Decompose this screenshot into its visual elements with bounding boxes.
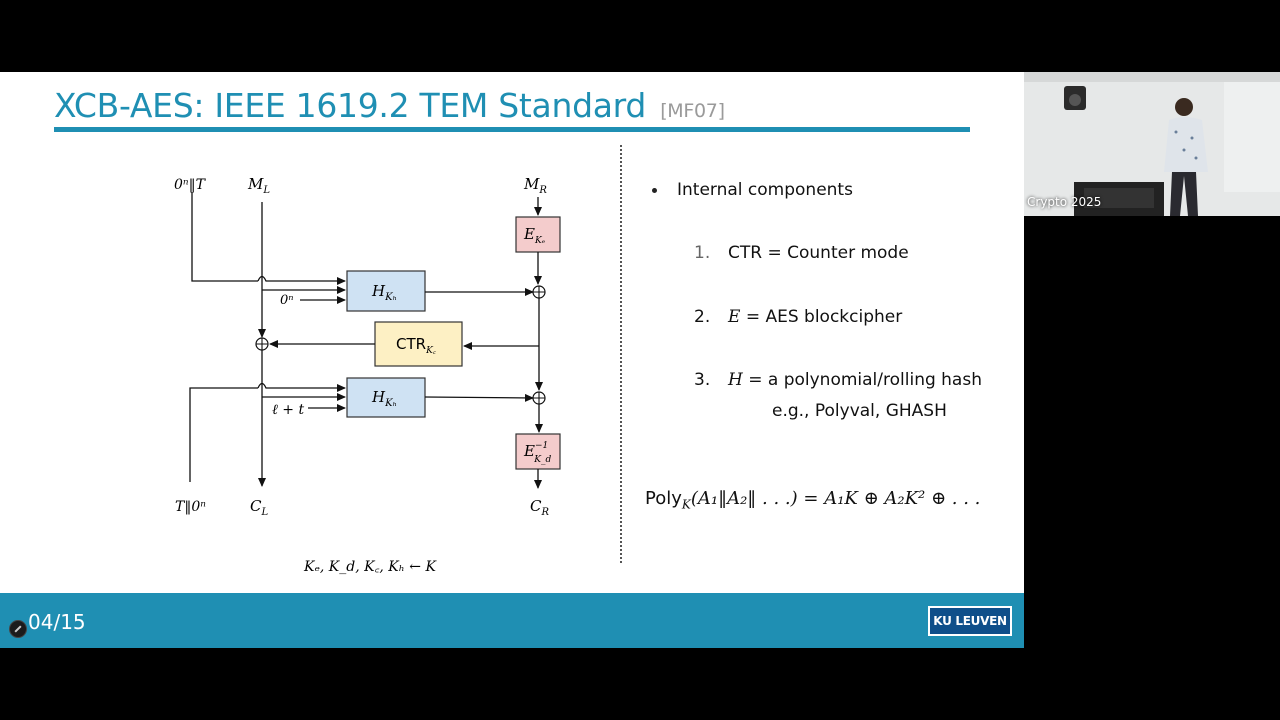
label-t-zero: T‖0ⁿ bbox=[175, 499, 206, 515]
webcam-feed bbox=[1024, 72, 1280, 216]
component-1-num: 1. bbox=[694, 243, 711, 263]
component-1: 1. CTR = Counter mode bbox=[694, 243, 909, 263]
label-ml: ML bbox=[247, 175, 270, 196]
label-zero-n: 0ⁿ bbox=[280, 293, 294, 308]
component-3-num: 3. bbox=[694, 370, 711, 390]
component-2-sym: E bbox=[728, 307, 741, 327]
footer-bar bbox=[0, 593, 1024, 648]
slide-title: XCB-AES: IEEE 1619.2 TEM Standard [MF07] bbox=[54, 86, 725, 125]
formula-poly-sub: K bbox=[681, 497, 691, 512]
e-box-top bbox=[515, 216, 561, 253]
webcam-scene bbox=[1024, 72, 1280, 216]
title-underline bbox=[54, 127, 970, 132]
component-3: 3. H = a polynomial/rolling hash bbox=[694, 370, 982, 390]
component-1-text: CTR = Counter mode bbox=[728, 243, 909, 263]
page-number: 04/15 bbox=[28, 610, 86, 634]
label-cl: CL bbox=[250, 497, 268, 518]
label-cr: CR bbox=[530, 497, 549, 518]
bullet-dot-icon bbox=[652, 187, 657, 193]
ctr-box bbox=[374, 321, 463, 367]
label-ell-t: ℓ + t bbox=[272, 402, 304, 418]
component-3-example: e.g., Polyval, GHASH bbox=[772, 401, 947, 421]
formula-poly: Poly bbox=[645, 488, 682, 509]
label-zero-t: 0ⁿ‖T bbox=[174, 177, 207, 193]
hash-bottom-to-xor bbox=[424, 393, 534, 402]
label-mr: MR bbox=[523, 175, 547, 196]
slide-title-text: XCB-AES: IEEE 1619.2 TEM Standard bbox=[54, 86, 646, 125]
component-2-num: 2. bbox=[694, 307, 711, 327]
ku-leuven-logo: KU LEUVEN bbox=[928, 606, 1012, 636]
bullet-internal-components: Internal components bbox=[652, 180, 853, 200]
xcb-diagram: HKₕ EKₑ CTRK꜀ HKₕ bbox=[174, 175, 561, 575]
slide: XCB-AES: IEEE 1619.2 TEM Standard [MF07]… bbox=[0, 72, 1024, 648]
hash-bottom-label: HKₕ bbox=[371, 388, 397, 409]
hash-box-top bbox=[346, 270, 426, 312]
formula-expr: (A₁‖A₂‖ . . .) = A₁K ⊕ A₂K² ⊕ . . . bbox=[690, 488, 981, 509]
poly-formula: PolyK(A₁‖A₂‖ . . .) = A₁K ⊕ A₂K² ⊕ . . . bbox=[645, 488, 980, 512]
pen-icon[interactable] bbox=[9, 620, 27, 638]
component-2: 2. E = AES blockcipher bbox=[694, 307, 902, 327]
tweak-to-hash-bottom bbox=[257, 382, 346, 392]
title-reference: [MF07] bbox=[660, 100, 725, 122]
component-3-sym: H bbox=[728, 370, 743, 390]
component-3-text: = a polynomial/rolling hash bbox=[742, 370, 982, 390]
speaker-head bbox=[1175, 98, 1193, 116]
bullet-text: Internal components bbox=[677, 180, 853, 200]
tweak-to-hash-top bbox=[257, 275, 346, 285]
ctr-label: CTRK꜀ bbox=[396, 335, 437, 356]
e-top-label: EKₑ bbox=[523, 225, 546, 246]
tweak-bottom-line bbox=[189, 387, 258, 482]
e-inverse-box bbox=[515, 433, 561, 470]
webcam-label: Crypto 2025 bbox=[1027, 195, 1102, 209]
hash-top-label: HKₕ bbox=[371, 282, 397, 303]
tweak-top-line bbox=[191, 192, 258, 282]
label-keys: Kₑ, K_d, K꜀, Kₕ ← K bbox=[303, 559, 437, 575]
component-2-text: = AES blockcipher bbox=[740, 307, 903, 327]
vertical-divider bbox=[620, 145, 622, 563]
